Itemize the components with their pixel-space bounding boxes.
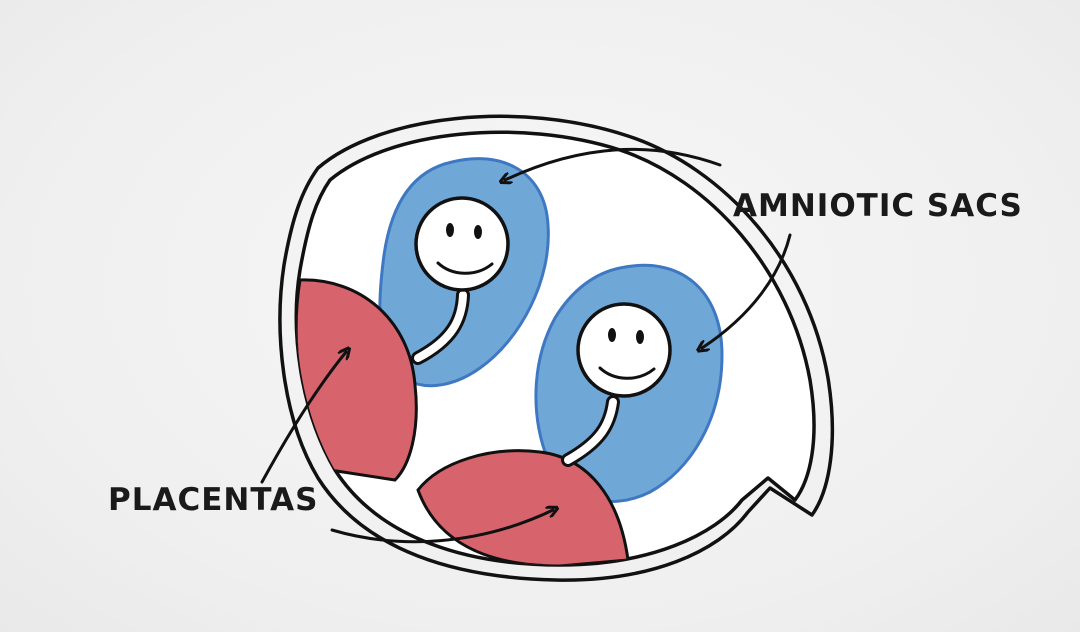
fetus-lower-eye-left <box>608 328 616 342</box>
fetus-upper <box>416 198 508 290</box>
fetus-upper-eye-right <box>474 225 482 239</box>
label-amniotic-sacs: AMNIOTIC SACS <box>733 188 1023 224</box>
fetus-lower-eye-right <box>636 330 644 344</box>
fetus-upper-eye-left <box>446 223 454 237</box>
fetus-upper-head <box>416 198 508 290</box>
fetus-lower <box>578 304 670 396</box>
label-placentas: PLACENTAS <box>108 482 318 518</box>
fetus-lower-head <box>578 304 670 396</box>
